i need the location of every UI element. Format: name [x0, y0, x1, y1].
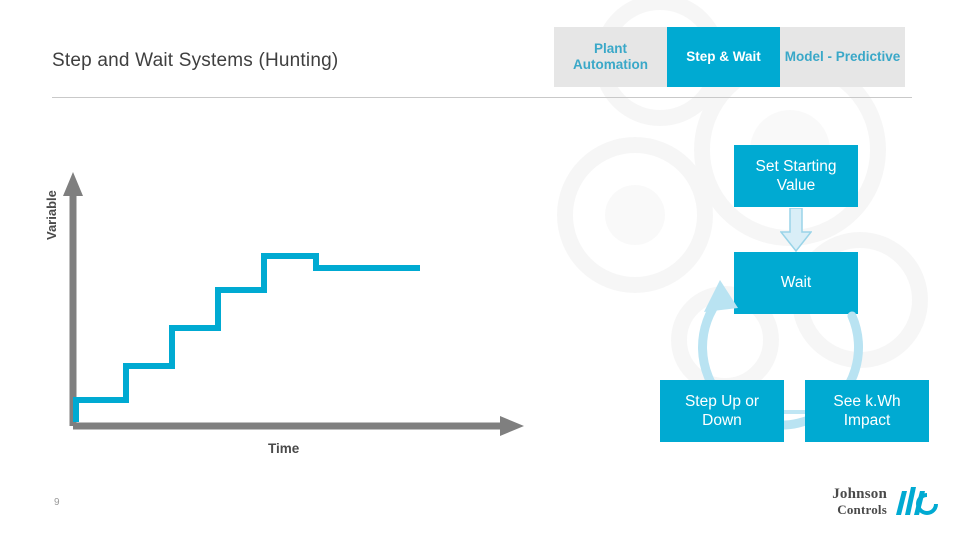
nav-chip-model-predictive[interactable]: Model - Predictive — [780, 27, 905, 87]
flow-box-label: Step Up or Down — [684, 392, 760, 429]
logo-mark-icon — [896, 487, 938, 515]
chart-x-axis-label: Time — [268, 441, 300, 456]
connector-line-icon — [784, 410, 806, 414]
flow-box-see-kwh-impact[interactable]: See k.Wh Impact — [805, 380, 929, 442]
nav-chip-plant-automation[interactable]: Plant Automation — [554, 27, 667, 87]
flow-box-set-starting-value[interactable]: Set Starting Value — [734, 145, 858, 207]
title-divider — [52, 97, 912, 98]
johnson-controls-logo: Johnson Controls — [832, 485, 938, 519]
step-and-wait-flow-diagram: Set Starting Value Wait Step Up or Down … — [640, 140, 950, 450]
flow-box-wait[interactable]: Wait — [734, 252, 858, 314]
step-and-wait-chart — [63, 172, 524, 436]
flow-box-step-up-or-down[interactable]: Step Up or Down — [660, 380, 784, 442]
flow-box-label: See k.Wh Impact — [833, 392, 901, 429]
nav-chip-label: Plant Automation — [573, 40, 648, 72]
logo-line-2: Controls — [837, 502, 887, 518]
arrow-down-icon — [780, 208, 812, 252]
page-title: Step and Wait Systems (Hunting) — [52, 50, 339, 71]
flow-box-label: Wait — [780, 274, 812, 292]
nav-chip-label: Model - Predictive — [784, 48, 901, 64]
chart-series-step-and-wait — [73, 253, 420, 422]
nav-chip-step-and-wait[interactable]: Step & Wait — [667, 27, 780, 87]
page-number: 9 — [54, 497, 60, 508]
flow-box-label: Set Starting Value — [755, 157, 837, 194]
logo-line-1: Johnson — [832, 486, 887, 503]
nav-chip-label: Step & Wait — [686, 48, 761, 64]
section-nav[interactable]: Plant Automation Step & Wait Model - Pre… — [554, 27, 905, 87]
